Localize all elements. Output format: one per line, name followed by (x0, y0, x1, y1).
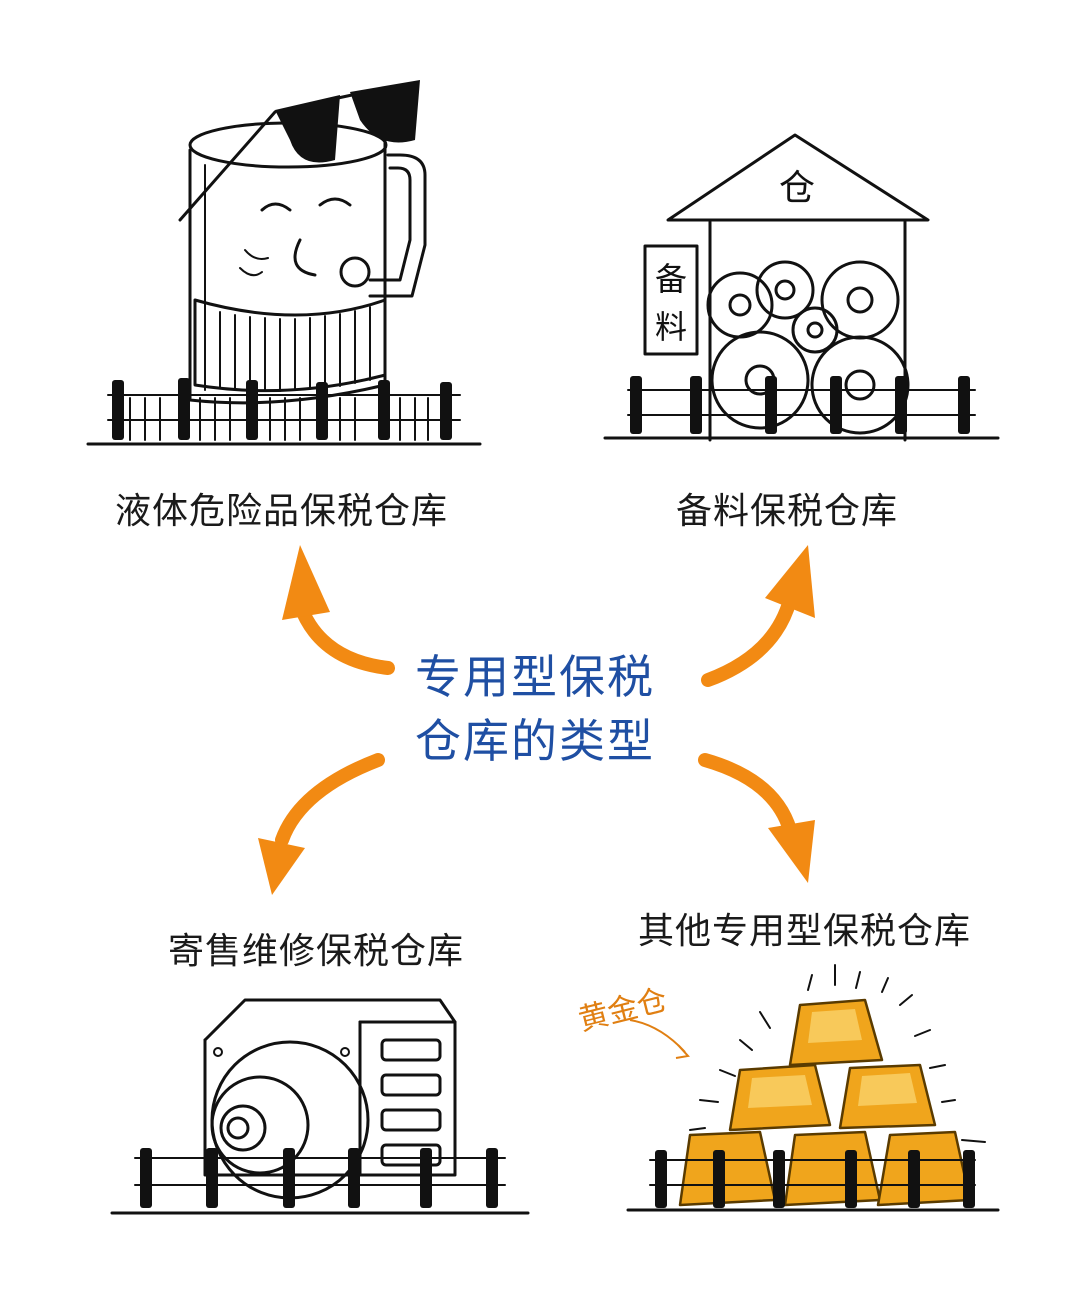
warehouse-side-sign-2: 料 (655, 308, 687, 346)
label-material-warehouse: 备料保税仓库 (676, 491, 899, 532)
repair-machine-icon (110, 998, 530, 1215)
arrow-to-repair (258, 753, 385, 895)
label-liquid-hazard-warehouse: 液体危险品保税仓库 (115, 491, 449, 532)
label-consignment-repair-warehouse: 寄售维修保税仓库 (168, 931, 465, 972)
center-title-line2: 仓库的类型 (415, 714, 655, 768)
center-title: 专用型保税 仓库的类型 (395, 645, 675, 773)
liquid-tank-icon (86, 80, 482, 446)
arrow-to-liquid (282, 545, 395, 675)
material-warehouse-icon (603, 133, 1000, 442)
warehouse-roof-sign: 仓 (779, 168, 815, 209)
center-title-line1: 专用型保税 (415, 650, 655, 704)
arrow-to-material (701, 545, 815, 687)
arrow-to-other (698, 753, 815, 883)
warehouse-side-sign-1: 备 (655, 260, 687, 298)
label-other-special-warehouse: 其他专用型保税仓库 (638, 911, 972, 952)
gold-bars-icon (626, 964, 1000, 1212)
